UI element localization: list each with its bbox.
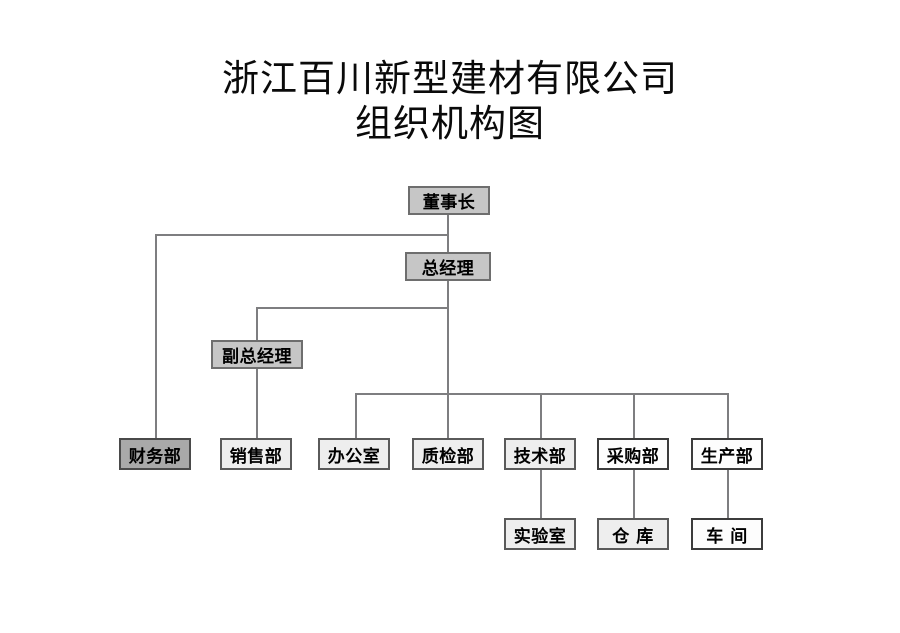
node-quality-department[interactable]: 质检部 [412, 438, 484, 470]
node-finance-department[interactable]: 财务部 [119, 438, 191, 470]
node-technology-department[interactable]: 技术部 [504, 438, 576, 470]
connector-gm-stem [447, 280, 449, 307]
node-chairman[interactable]: 董事长 [408, 186, 490, 215]
connector-deputy-spine [256, 307, 258, 438]
title-line-company: 浙江百川新型建材有限公司 [222, 57, 678, 100]
node-warehouse[interactable]: 仓 库 [597, 518, 669, 550]
connector-chairman-stem [447, 214, 449, 236]
connector-technology-drop [540, 393, 542, 438]
node-purchasing-department[interactable]: 采购部 [597, 438, 669, 470]
node-workshop[interactable]: 车 间 [691, 518, 763, 550]
node-production-department[interactable]: 生产部 [691, 438, 763, 470]
connector-purchasing-drop [633, 393, 635, 438]
connector-departments-bar [355, 393, 729, 395]
connector-workshop-drop [727, 470, 729, 518]
connector-finance-drop [155, 234, 157, 438]
node-laboratory[interactable]: 实验室 [504, 518, 576, 550]
node-deputy-general-manager[interactable]: 副总经理 [211, 340, 303, 369]
node-office[interactable]: 办公室 [318, 438, 390, 470]
connector-office-drop [355, 393, 357, 438]
title-line-subtitle: 组织机构图 [355, 102, 545, 146]
chart-title: 浙江百川新型建材有限公司 组织机构图 [0, 56, 900, 146]
connector-gm-entry [447, 234, 449, 252]
node-sales-department[interactable]: 销售部 [220, 438, 292, 470]
connector-chairman-bar [155, 234, 449, 236]
node-general-manager[interactable]: 总经理 [405, 252, 491, 281]
connector-deputy-bar [256, 307, 449, 309]
connector-laboratory-drop [540, 470, 542, 518]
connector-warehouse-drop [633, 470, 635, 518]
connector-production-drop [727, 393, 729, 438]
connector-gm-spine [447, 307, 449, 438]
